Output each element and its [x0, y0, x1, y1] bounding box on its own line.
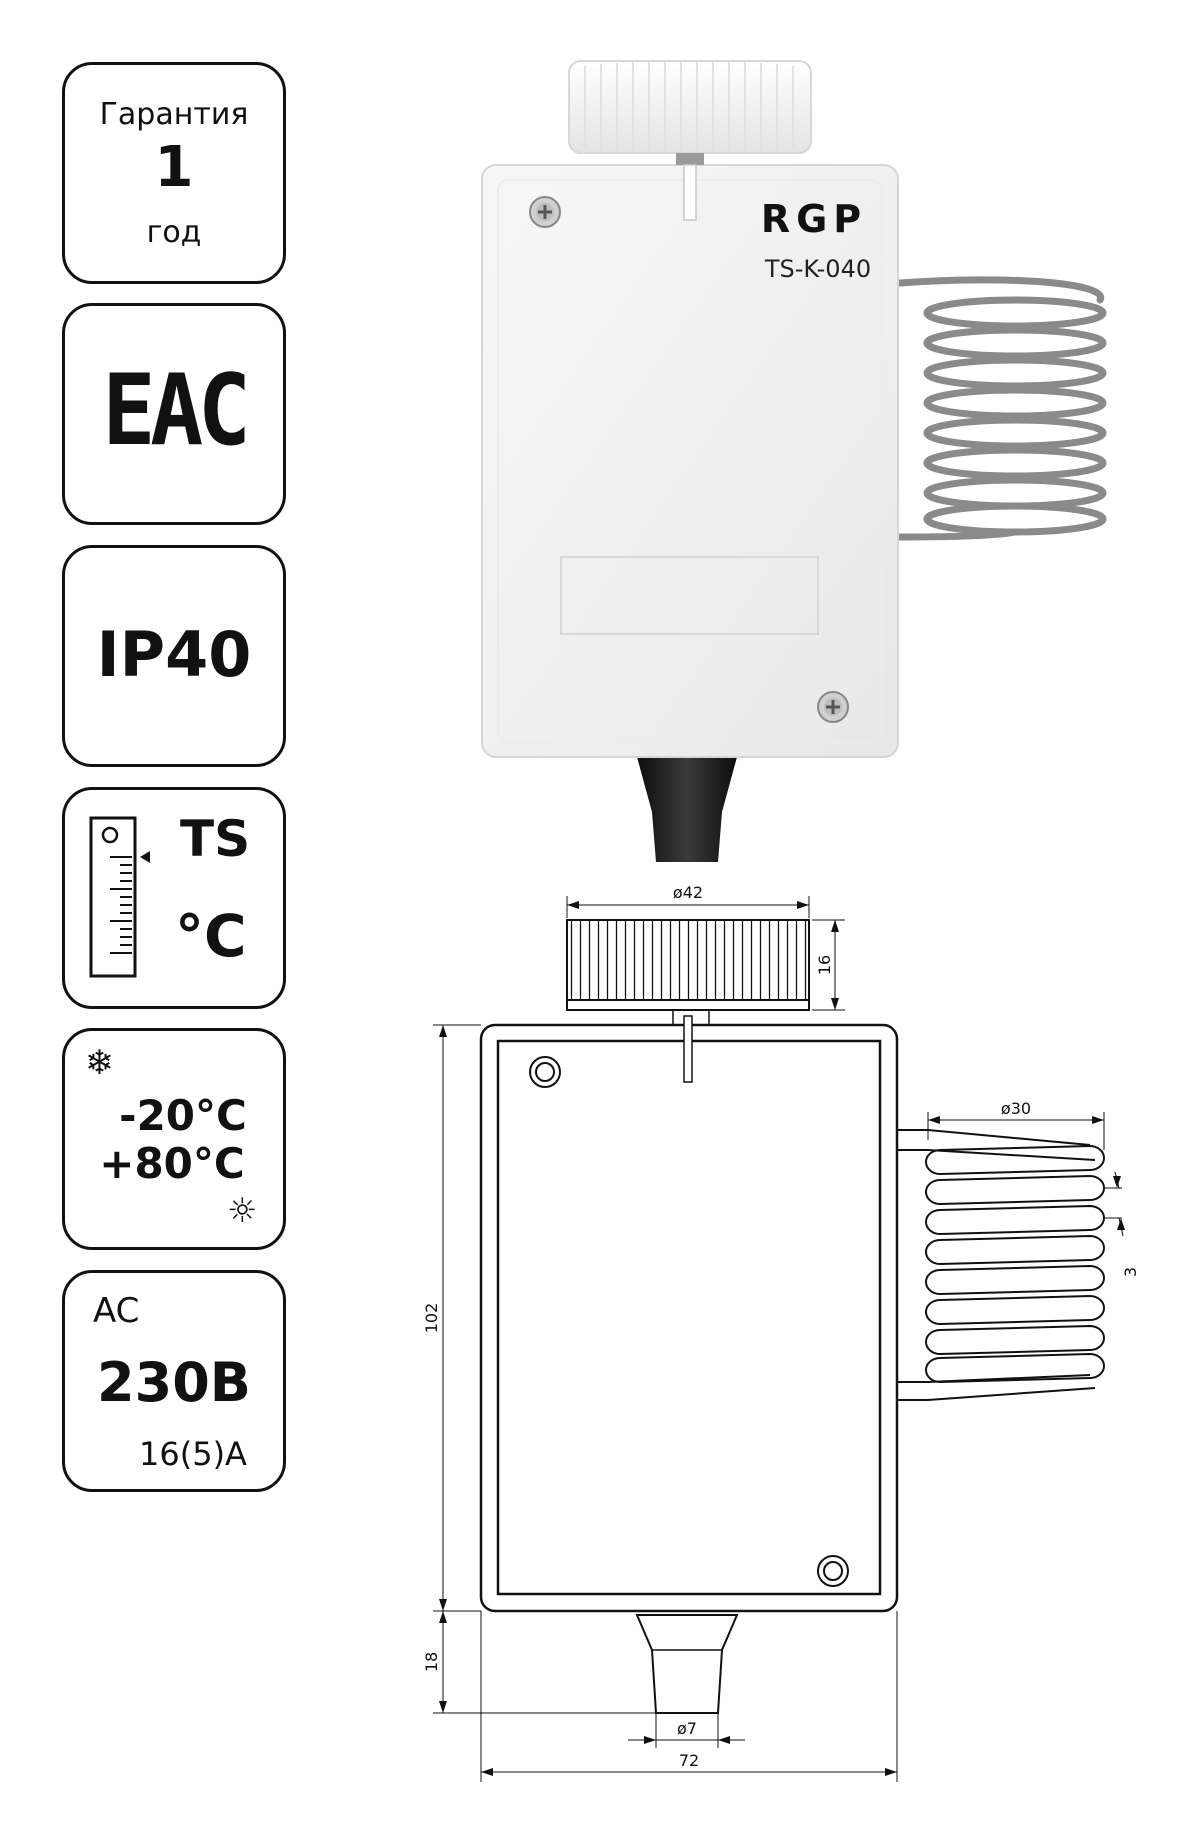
thermostat-render: RGP TS-K-040 [481, 60, 1107, 862]
technical-drawing [433, 896, 1125, 1782]
drawing-cable-gland [635, 1614, 739, 1714]
warranty-label: Гарантия [99, 97, 249, 132]
ip-rating-badge: IP40 [62, 545, 286, 767]
eac-badge: EAC [62, 303, 286, 525]
label-window [560, 556, 819, 635]
screw-icon [529, 196, 561, 228]
ip-rating-text: IP40 [96, 618, 252, 691]
temperature-min: -20°C [119, 1091, 247, 1140]
warranty-unit: год [146, 215, 202, 250]
thermostat-type-badge: TS °C [62, 787, 286, 1009]
thermostat-type-text: TS [180, 810, 251, 868]
dim-gland-height: 18 [422, 1652, 441, 1672]
drawing-coil [897, 1129, 1105, 1401]
dim-body-width: 72 [679, 1751, 699, 1770]
amperage: 16(5)А [139, 1435, 247, 1473]
dim-coil-diameter: ø30 [1001, 1099, 1031, 1118]
housing-body [481, 164, 899, 758]
dim-knob-diameter: ø42 [673, 883, 703, 902]
power-badge: AC 230В 16(5)А [62, 1270, 286, 1492]
thermostat-unit-text: °C [175, 902, 247, 970]
model-name: TS-K-040 [764, 255, 871, 283]
drawing-body [479, 1023, 899, 1613]
screw-icon [817, 691, 849, 723]
sun-icon: ☼ [227, 1191, 258, 1231]
drawing-knob [566, 919, 810, 1008]
dim-knob-height: 16 [815, 955, 834, 975]
temperature-range-badge: ❄ -20°C +80°C ☼ [62, 1028, 286, 1250]
dim-cable-diameter: ø7 [677, 1719, 697, 1738]
dim-body-height: 102 [422, 1303, 441, 1334]
current-type: AC [93, 1291, 140, 1331]
dim-coil-pitch: 3 [1121, 1267, 1140, 1277]
capillary-coil [896, 276, 1107, 541]
eac-mark: EAC [102, 354, 251, 468]
thermometer-scale-icon [89, 816, 150, 978]
temperature-max: +80°C [99, 1139, 245, 1188]
warranty-value: 1 [154, 135, 194, 200]
power-cable [637, 757, 737, 862]
snowflake-icon: ❄ [85, 1043, 114, 1083]
setpoint-knob [568, 60, 812, 154]
warranty-badge: Гарантия 1 год [62, 62, 286, 284]
voltage: 230В [97, 1351, 251, 1414]
brand-logo: RGP [761, 197, 867, 241]
